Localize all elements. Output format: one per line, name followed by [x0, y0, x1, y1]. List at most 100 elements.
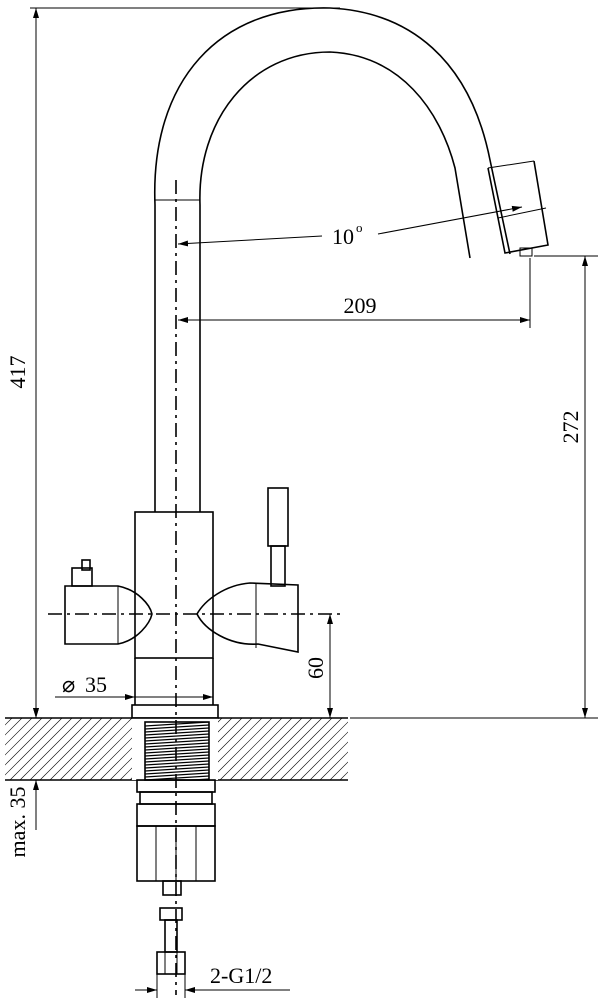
hatch-line	[329, 761, 348, 780]
hatch-line	[5, 718, 23, 736]
spray-head-joint	[487, 160, 535, 169]
hatch-line	[0, 718, 2, 780]
hatch-line	[380, 718, 442, 780]
hatch-line	[69, 718, 133, 780]
hatch-line	[339, 771, 348, 780]
outlet-stub	[162, 880, 182, 896]
dimension-handle-height: 60	[303, 614, 333, 718]
thread-line	[145, 751, 209, 757]
hatch-line	[39, 718, 103, 780]
right-lever-stem	[270, 545, 286, 587]
left-lever-cap	[81, 559, 91, 571]
thread-line	[145, 724, 209, 730]
label-60: 60	[303, 657, 328, 679]
thread-line	[145, 766, 209, 772]
diameter-symbol: ⌀	[62, 672, 75, 697]
countertop-hatching	[0, 718, 472, 780]
hatch-line	[209, 718, 273, 780]
dimension-spout-height: 272	[350, 255, 598, 719]
centerlines	[48, 180, 345, 995]
base-flange	[131, 704, 219, 719]
hatch-line	[239, 718, 303, 780]
hatch-line	[79, 718, 143, 780]
hatch-line	[259, 718, 323, 780]
hatch-line	[5, 718, 43, 756]
thread-line	[145, 785, 209, 789]
supply-hose	[156, 907, 186, 975]
label-thread: 2-G1/2	[210, 963, 272, 988]
spray-head-band	[497, 207, 547, 219]
hatch-line	[5, 718, 53, 766]
thread-line	[145, 745, 209, 751]
label-angle: 10	[332, 224, 354, 249]
spout-inner-edge	[199, 51, 471, 512]
hatch-line	[400, 718, 462, 780]
hose-end-top	[159, 907, 183, 921]
thread-line	[145, 733, 209, 739]
dimension-spout-angle: 10 o	[177, 205, 523, 249]
hatch-line	[370, 718, 432, 780]
hatch-line	[410, 718, 472, 780]
hatch-line	[269, 718, 333, 780]
angle-leader-left	[177, 235, 323, 247]
countertop-section	[0, 717, 472, 781]
hatch-line	[5, 718, 63, 776]
hatch-line	[319, 751, 348, 780]
thread-line	[145, 760, 209, 766]
degree-symbol: o	[356, 220, 363, 235]
hatch-line	[390, 718, 452, 780]
hatch-line	[350, 718, 412, 780]
spout-outer-edge	[154, 7, 511, 512]
thread-line	[145, 722, 209, 727]
hatch-line	[59, 718, 123, 780]
thread-line	[145, 763, 209, 769]
thread-line	[145, 754, 209, 760]
thread-line	[145, 769, 209, 775]
hatch-line	[279, 718, 343, 780]
spray-nozzle	[519, 247, 533, 257]
spray-head	[487, 160, 549, 254]
dimension-total-height: 417	[5, 7, 340, 718]
left-lever-housing	[64, 585, 153, 645]
thread-line	[145, 739, 209, 745]
hatch-line	[360, 718, 422, 780]
thread-line	[145, 730, 209, 736]
dimension-max-counter-thickness: max. 35	[5, 690, 48, 857]
dimension-connection-thread: 2-G1/2	[135, 963, 290, 998]
body-upper	[134, 511, 214, 659]
label-272: 272	[558, 411, 583, 444]
hatch-line	[9, 718, 73, 780]
hatch-line	[249, 718, 313, 780]
hatch-line	[29, 718, 93, 780]
hose-hex-nut	[156, 951, 186, 975]
label-209: 209	[344, 293, 377, 318]
thread-line	[145, 782, 209, 786]
thread-line	[145, 748, 209, 754]
hatch-line	[5, 718, 13, 726]
hatch-line	[5, 718, 33, 746]
hatch-line	[219, 718, 283, 780]
shank-thread	[145, 722, 209, 789]
hatch-line	[49, 718, 113, 780]
thread-line	[145, 727, 209, 733]
thread-line	[145, 742, 209, 748]
dimension-spout-reach: 209	[178, 258, 531, 328]
spout	[154, 7, 549, 512]
hatch-line	[19, 718, 83, 780]
thread-line	[145, 772, 209, 778]
thread-line	[145, 757, 209, 763]
right-lever-handle	[267, 487, 289, 547]
hatch-line	[299, 731, 348, 780]
hatch-line	[309, 741, 348, 780]
label-417: 417	[5, 356, 30, 389]
hatch-line	[229, 718, 293, 780]
label-diameter: 35	[85, 672, 107, 697]
thread-line	[145, 736, 209, 742]
hatch-line	[289, 721, 348, 780]
label-max35: max. 35	[5, 787, 30, 858]
right-lever-housing	[196, 582, 299, 653]
dimension-body-diameter: ⌀ 35	[55, 672, 213, 700]
angle-leader-right	[377, 205, 523, 235]
mounting-assembly	[136, 721, 216, 896]
